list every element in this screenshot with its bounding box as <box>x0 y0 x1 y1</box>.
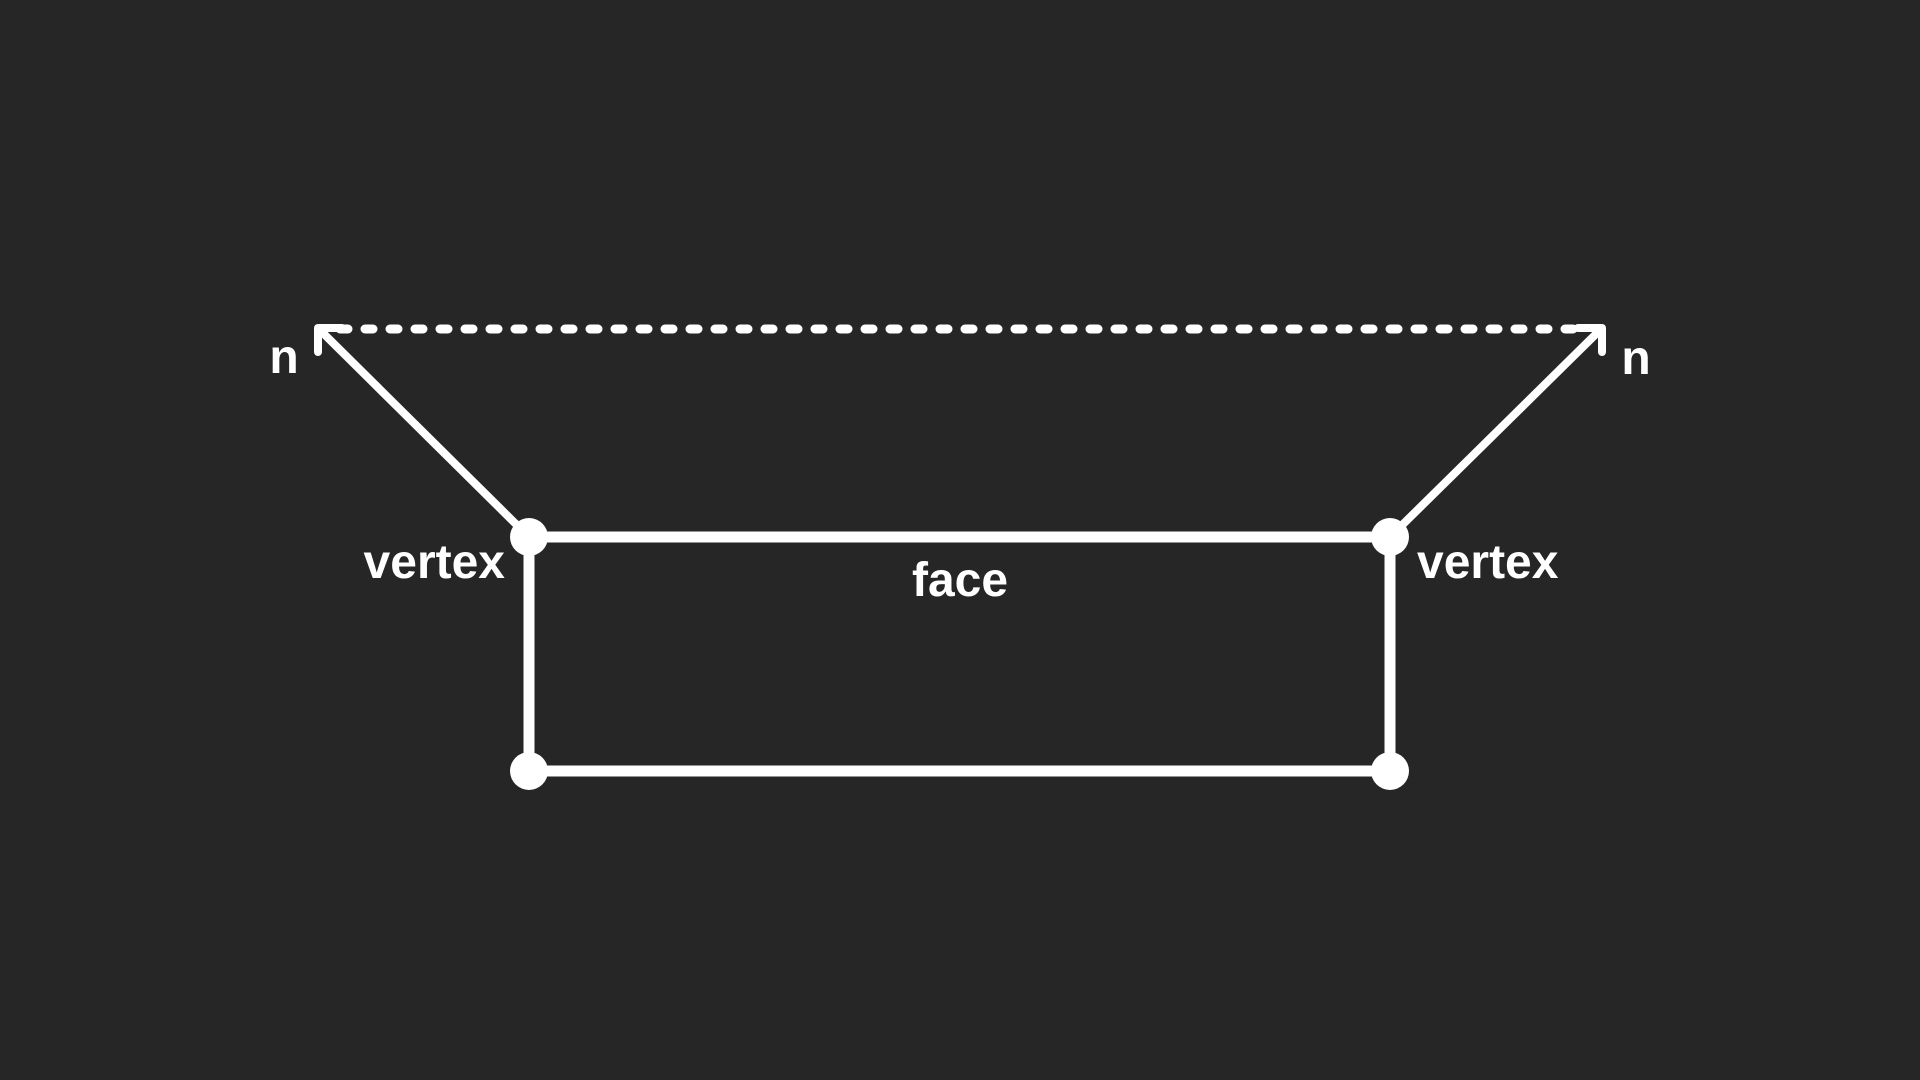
face-rectangle <box>523 531 1396 777</box>
vertex-dot-top-left <box>510 518 548 556</box>
face-label: face <box>912 554 1008 607</box>
right-normal-arrowhead-icon <box>1574 324 1606 356</box>
left-normal-label: n <box>269 331 298 384</box>
left-vertex-label: vertex <box>364 536 506 589</box>
vertex-dot-bottom-left <box>510 752 548 790</box>
vertex-dot-top-right <box>1371 518 1409 556</box>
left-normal-arrowhead-icon <box>314 324 346 356</box>
right-vertex-label: vertex <box>1417 536 1559 589</box>
left-normal-arrow-shaft <box>320 330 533 541</box>
right-normal-arrow-shaft <box>1386 330 1600 541</box>
right-normal-label: n <box>1621 332 1650 385</box>
vertex-dot-bottom-right <box>1371 752 1409 790</box>
